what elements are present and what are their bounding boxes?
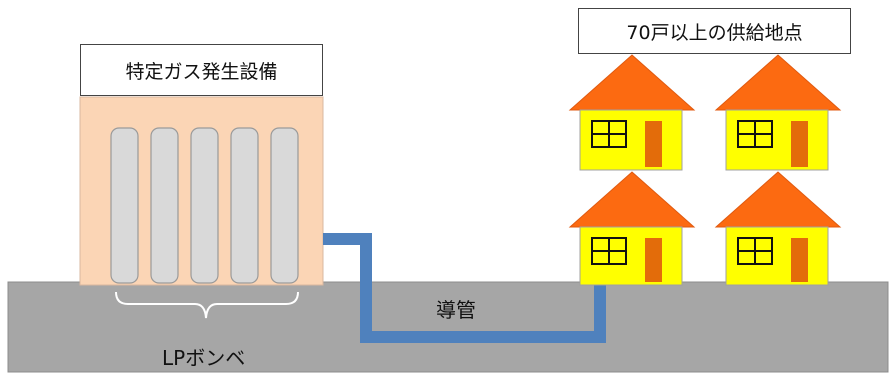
house xyxy=(714,171,842,286)
house-roof xyxy=(568,54,696,111)
lp-cylinder xyxy=(110,127,139,284)
ground xyxy=(7,281,889,373)
cylinder-label: LPボンベ xyxy=(162,346,246,370)
house-door xyxy=(791,121,808,167)
lp-cylinder xyxy=(270,127,299,284)
house-door xyxy=(791,238,808,282)
facility-label: 特定ガス発生設備 xyxy=(80,44,323,96)
supply-label: 70戸以上の供給地点 xyxy=(578,8,851,54)
house xyxy=(714,54,842,171)
house xyxy=(568,171,696,286)
lp-cylinder xyxy=(150,127,179,284)
house-roof xyxy=(568,171,696,228)
lp-cylinder xyxy=(190,127,219,284)
cylinder-group xyxy=(110,127,299,284)
lp-cylinder xyxy=(230,127,259,284)
house-roof xyxy=(714,171,842,228)
house-door xyxy=(645,238,662,282)
house xyxy=(568,54,696,171)
house-door xyxy=(645,121,662,167)
pipe-label: 導管 xyxy=(436,298,476,322)
cylinder-brace xyxy=(115,291,299,319)
house-roof xyxy=(714,54,842,111)
gas-pipe xyxy=(323,233,606,343)
